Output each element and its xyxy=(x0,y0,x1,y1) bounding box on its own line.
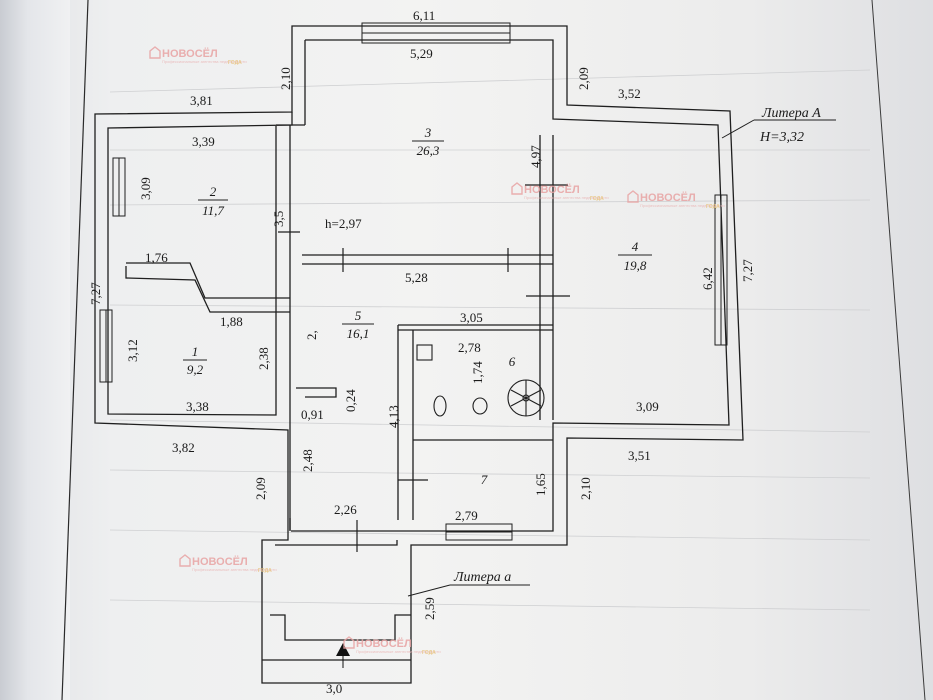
room-6-number: 6 xyxy=(509,354,516,369)
watermark-year: ГОДА xyxy=(422,650,436,656)
dim-label: 5,28 xyxy=(405,270,428,285)
room-number: 1 xyxy=(192,344,199,359)
room-area: 19,8 xyxy=(624,258,647,273)
walls xyxy=(94,25,744,684)
watermark-brand: НОВОСЁЛ xyxy=(192,555,248,568)
watermark-sub: Профессиональные агентства недвижимости xyxy=(192,567,277,572)
dim-label: 2,09 xyxy=(576,67,591,90)
dim-label: 2,48 xyxy=(300,449,315,472)
dim-label: 5,29 xyxy=(410,46,433,61)
watermark-sub: Профессиональные агентства недвижимости xyxy=(162,59,247,64)
dim-label: 1,65 xyxy=(533,473,548,496)
dim-label: 3,05 xyxy=(460,310,483,325)
litera-main: Литера А xyxy=(761,106,821,121)
room-area: 26,3 xyxy=(417,143,440,158)
dim-label: 2,09 xyxy=(253,477,268,500)
room-number: 3 xyxy=(424,125,432,140)
dim-label: 1,76 xyxy=(145,250,168,265)
room-area: 16,1 xyxy=(347,326,370,341)
room-labels: 1 9,2 2 11,7 3 26,3 4 19,8 5 16,1 6 7 xyxy=(183,125,652,487)
room-5: 5 16,1 xyxy=(342,308,374,341)
room-7-number: 7 xyxy=(481,472,488,487)
watermark-year: ГОДА xyxy=(258,568,272,574)
dim-label: 2,78 xyxy=(458,340,481,355)
room-3: 3 26,3 xyxy=(412,125,444,158)
room-area: 9,2 xyxy=(187,362,204,377)
fixtures xyxy=(416,344,545,417)
dim-label: 7,27 xyxy=(88,282,103,305)
dim-label: 2, xyxy=(304,330,319,340)
dim-label: 2,38 xyxy=(256,347,271,370)
watermark-brand: НОВОСЁЛ xyxy=(356,637,412,650)
room-1: 1 9,2 xyxy=(183,344,207,377)
dim-label: 3,0 xyxy=(326,681,342,696)
dim-label: 2,10 xyxy=(278,67,293,90)
watermark-logo-icon xyxy=(179,554,191,567)
watermark-logo-icon xyxy=(343,636,355,649)
dim-label: 0,24 xyxy=(343,389,358,412)
dim-label: 2,26 xyxy=(334,502,357,517)
watermark-logo-icon xyxy=(149,46,161,59)
dim-label: 6,42 xyxy=(700,267,715,290)
dim-label: 0,91 xyxy=(301,407,324,422)
dim-label: 3,52 xyxy=(618,86,641,101)
watermark-sub: Профессиональные агентства недвижимости xyxy=(524,195,609,200)
watermark-year: ГОДА xyxy=(228,60,242,66)
dim-label: 4,13 xyxy=(386,405,401,428)
windows xyxy=(99,22,728,541)
dim-label: 3,51 xyxy=(628,448,651,463)
litera-labels: Литера А H=3,32 Литера а xyxy=(453,106,821,585)
watermark-brand: НОВОСЁЛ xyxy=(162,47,218,60)
dim-label: 3,5 xyxy=(271,211,286,227)
doors xyxy=(278,184,570,552)
ceiling-height-label: h=2,97 xyxy=(325,216,362,231)
watermark-sub: Профессиональные агентства недвижимости xyxy=(356,649,441,654)
dim-label: 4,97 xyxy=(528,145,543,168)
room-number: 4 xyxy=(632,239,639,254)
dim-label: 7,27 xyxy=(740,259,755,282)
room-4: 4 19,8 xyxy=(618,239,652,273)
watermark-logo-icon xyxy=(627,190,639,203)
dim-label: 2,59 xyxy=(422,597,437,620)
dim-label: 2,10 xyxy=(578,477,593,500)
watermark-sub: Профессиональные агентства недвижимости xyxy=(640,203,725,208)
dim-label: 3,39 xyxy=(192,134,215,149)
room-area: 11,7 xyxy=(202,203,224,218)
room-number: 5 xyxy=(355,308,362,323)
litera-main-height: H=3,32 xyxy=(759,130,804,145)
room-number: 2 xyxy=(210,184,217,199)
dim-label: 3,81 xyxy=(190,93,213,108)
litera-annex: Литера а xyxy=(453,570,511,585)
binder-edge xyxy=(0,0,70,700)
dim-label: 3,09 xyxy=(636,399,659,414)
dim-label: 3,09 xyxy=(138,177,153,200)
dim-label: 2,79 xyxy=(455,508,478,523)
room-2: 2 11,7 xyxy=(198,184,228,218)
paper-sheet xyxy=(61,0,926,700)
watermark-brand: НОВОСЁЛ xyxy=(524,183,580,196)
dim-label: 3,82 xyxy=(172,440,195,455)
watermark-year: ГОДА xyxy=(706,204,720,210)
dimension-labels: 6,11 5,29 2,10 2,09 3,81 3,52 3,39 4,97 … xyxy=(88,8,755,696)
dim-label: 3,12 xyxy=(125,339,140,362)
dim-label: 6,11 xyxy=(413,8,435,23)
watermark-brand: НОВОСЁЛ xyxy=(640,191,696,204)
litera-pointers xyxy=(407,119,836,597)
dim-label: 1,88 xyxy=(220,314,243,329)
watermark-logo-icon xyxy=(511,182,523,195)
watermark-year: ГОДА xyxy=(590,196,604,202)
dim-label: 1,74 xyxy=(470,361,485,384)
dim-label: 3,38 xyxy=(186,399,209,414)
entrance-arrow xyxy=(336,643,350,656)
